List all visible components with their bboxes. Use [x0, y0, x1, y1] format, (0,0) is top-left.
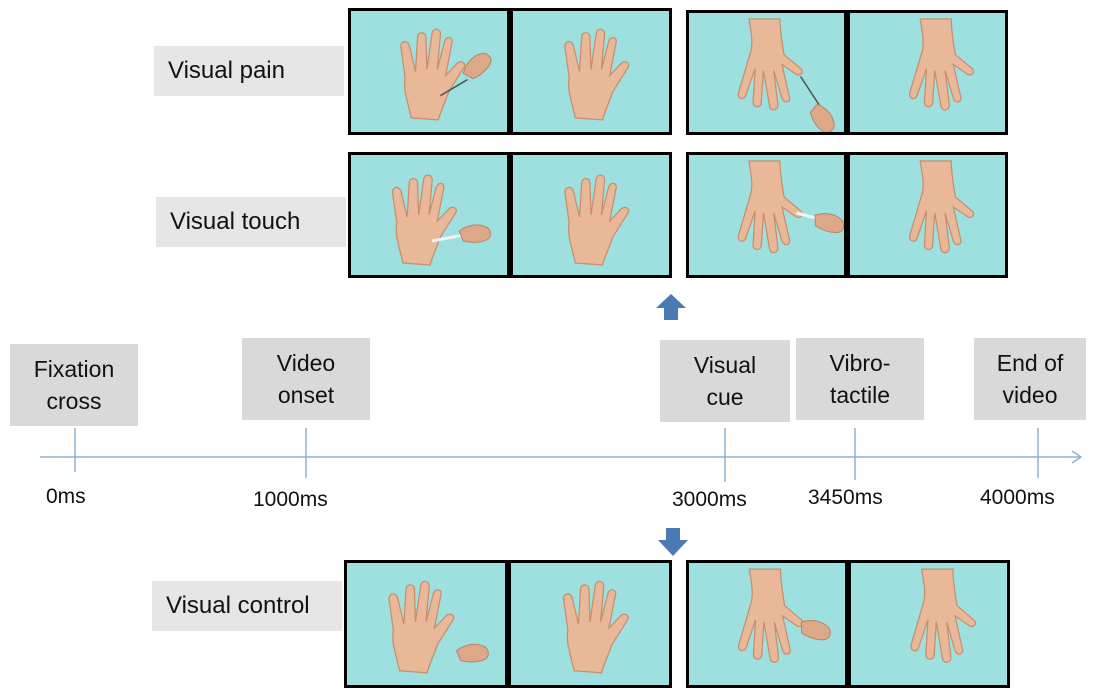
control-panel-4 — [851, 563, 1007, 685]
touch-panel-4 — [850, 155, 1005, 275]
event-video-onset-line2: onset — [278, 379, 334, 411]
condition-label-pain: Visual pain — [154, 46, 344, 96]
pain-panel-3 — [689, 13, 844, 132]
condition-label-touch: Visual touch — [156, 197, 346, 247]
timeline-axis — [0, 420, 1093, 500]
event-vibrotactile-line1: Vibro- — [830, 347, 891, 379]
hand-with-needle-image — [689, 13, 844, 132]
event-vibrotactile: Vibro- tactile — [796, 338, 924, 420]
up-arrow-icon — [654, 292, 688, 322]
hand-with-helper-hand-image — [347, 563, 505, 685]
event-visual-cue: Visual cue — [660, 340, 790, 422]
hand-image — [513, 155, 669, 275]
tick-label-3000ms: 3000ms — [672, 488, 747, 512]
touch-frame-late — [686, 152, 1008, 278]
tick-label-0ms: 0ms — [46, 485, 86, 509]
hand-with-cotton-swab-image — [351, 155, 507, 275]
touch-panel-1 — [351, 155, 507, 275]
event-visual-cue-line1: Visual — [694, 349, 756, 381]
hand-with-helper-hand-image — [689, 563, 845, 685]
control-frame-late — [686, 560, 1010, 688]
event-end-of-video-line2: video — [1003, 379, 1058, 411]
event-visual-cue-line2: cue — [706, 381, 743, 413]
event-end-of-video: End of video — [974, 338, 1086, 420]
condition-label-control: Visual control — [152, 581, 342, 631]
hand-image — [850, 155, 1005, 275]
event-vibrotactile-line2: tactile — [830, 379, 890, 411]
condition-label-control-text: Visual control — [166, 592, 310, 620]
touch-panel-2 — [513, 155, 669, 275]
hand-image — [851, 563, 1007, 685]
tick-label-3450ms: 3450ms — [808, 486, 883, 510]
event-video-onset-line1: Video — [277, 347, 335, 379]
pain-panel-2 — [513, 11, 669, 132]
hand-with-needle-image — [351, 11, 507, 132]
touch-frame-early — [348, 152, 672, 278]
control-panel-3 — [689, 563, 845, 685]
pain-panel-4 — [850, 13, 1005, 132]
hand-image — [513, 11, 669, 132]
condition-label-touch-text: Visual touch — [170, 208, 300, 236]
event-end-of-video-line1: End of — [997, 347, 1064, 379]
tick-label-1000ms: 1000ms — [253, 488, 328, 512]
event-fixation-line2: cross — [47, 385, 102, 417]
pain-frame-early — [348, 8, 672, 135]
pain-frame-late — [686, 10, 1008, 135]
control-panel-1 — [347, 563, 505, 685]
condition-label-pain-text: Visual pain — [168, 57, 285, 85]
pain-panel-1 — [351, 11, 507, 132]
control-panel-2 — [511, 563, 669, 685]
control-frame-early — [344, 560, 672, 688]
event-fixation-line1: Fixation — [34, 353, 115, 385]
hand-image — [511, 563, 669, 685]
tick-label-4000ms: 4000ms — [980, 486, 1055, 510]
hand-with-cotton-swab-image — [689, 155, 844, 275]
down-arrow-icon — [656, 526, 690, 558]
event-fixation-cross: Fixation cross — [10, 344, 138, 426]
touch-panel-3 — [689, 155, 844, 275]
hand-image — [850, 13, 1005, 132]
event-video-onset: Video onset — [242, 338, 370, 420]
